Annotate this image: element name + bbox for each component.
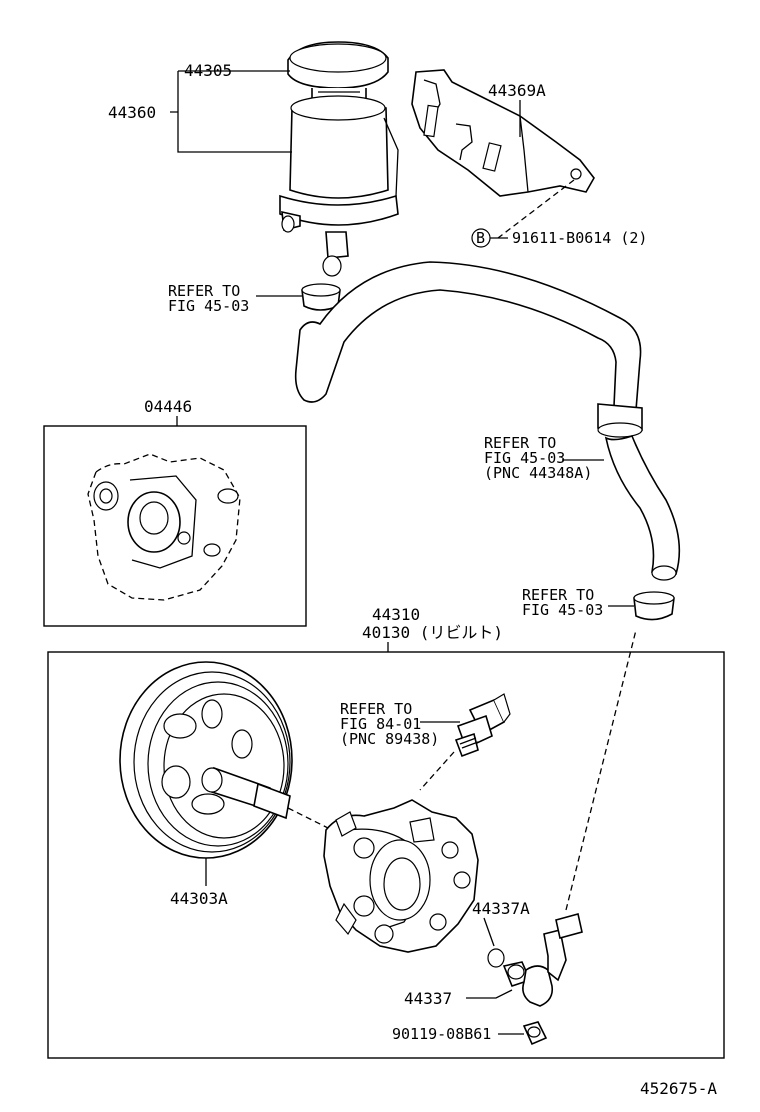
refer4-line1: REFER TO [340, 700, 412, 718]
bolt-90119[interactable] [522, 1021, 548, 1046]
label-44337: 44337 [404, 989, 452, 1008]
label-91611: 91611-B0614 (2) [512, 229, 647, 247]
label-90119: 90119-08B61 [392, 1025, 491, 1043]
label-44360: 44360 [108, 103, 156, 122]
pump-assembly-box [47, 651, 725, 1059]
refer4-line3: (PNC 89438) [340, 730, 439, 748]
leader-44360 [170, 70, 292, 153]
label-44310: 44310 [372, 605, 420, 624]
hose-clamp-upper[interactable] [301, 283, 341, 311]
label-40130: 40130 (リビルト) [362, 623, 503, 642]
refer4-line2: FIG 84-01 [340, 715, 421, 733]
refer2-line1: REFER TO [484, 434, 556, 452]
bolt-b-letter: B [476, 229, 485, 247]
return-hose[interactable] [294, 261, 681, 581]
bolt-dash [497, 179, 575, 239]
bracket-44369a[interactable] [411, 69, 595, 197]
pressure-switch[interactable] [454, 693, 511, 758]
power-steering-pump[interactable] [323, 799, 479, 953]
refer3-line1: REFER TO [522, 586, 594, 604]
label-44305: 44305 [184, 61, 232, 80]
reservoir-assembly[interactable] [279, 41, 399, 277]
refer1-line1: REFER TO [168, 282, 240, 300]
o-ring-44337a[interactable] [487, 948, 505, 968]
hose-clamp-lower[interactable] [633, 591, 675, 621]
refer2-line3: (PNC 44348A) [484, 464, 592, 482]
pulley-44303a[interactable] [119, 661, 293, 859]
refer2-line2: FIG 45-03 [484, 449, 565, 467]
figure-id: 452675-A [640, 1079, 717, 1098]
gasket-kit-box [43, 425, 307, 627]
refer3-line2: FIG 45-03 [522, 601, 603, 619]
refer1-line2: FIG 45-03 [168, 297, 249, 315]
label-44303a: 44303A [170, 889, 228, 908]
label-44369a: 44369A [488, 81, 546, 100]
union-fitting-44337[interactable] [502, 913, 583, 1007]
gasket-kit-04446[interactable] [87, 453, 241, 601]
label-44337a: 44337A [472, 899, 530, 918]
label-04446: 04446 [144, 397, 192, 416]
